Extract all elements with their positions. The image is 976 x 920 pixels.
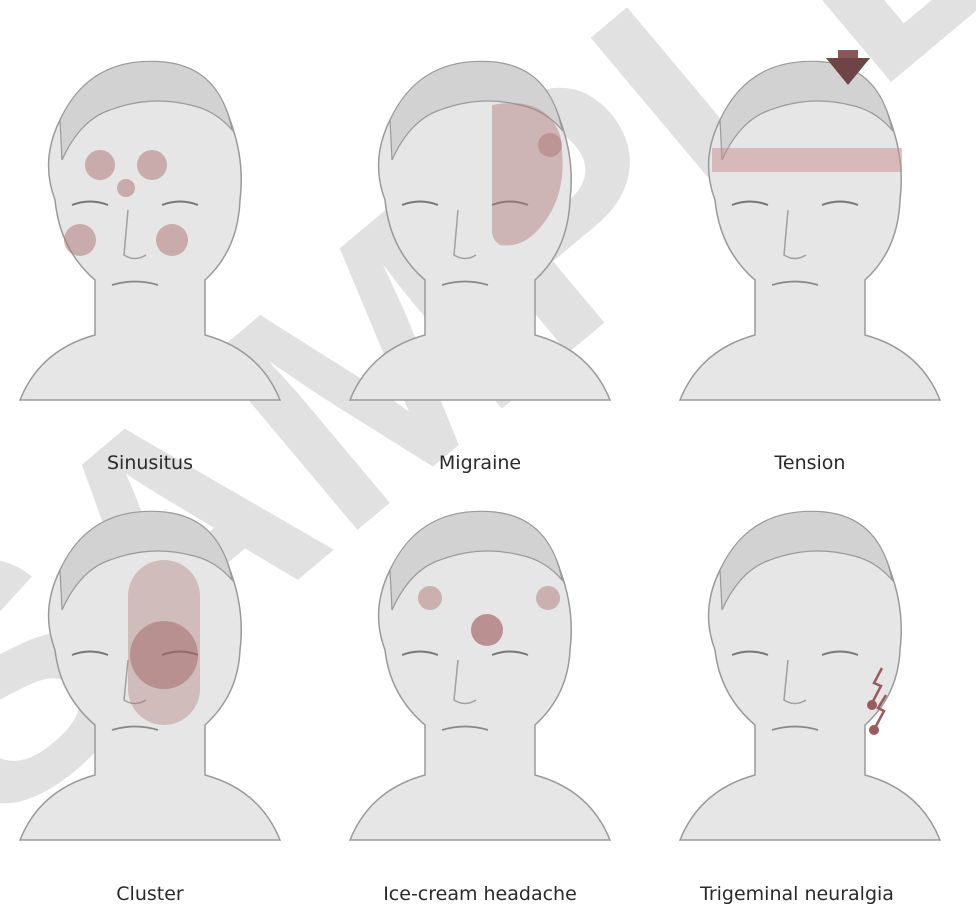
head-base — [680, 61, 940, 400]
head-base — [20, 61, 280, 400]
panel-cluster: Cluster — [0, 500, 300, 920]
label-cluster: Cluster — [0, 883, 300, 905]
label-migraine: Migraine — [330, 452, 630, 474]
head-illustration — [330, 500, 630, 880]
head-illustration — [660, 50, 960, 450]
label-trigeminal: Trigeminal neuralgia — [700, 883, 976, 905]
label-tension: Tension — [660, 452, 960, 474]
head-base — [350, 511, 610, 840]
pain-area-cluster — [128, 560, 200, 725]
panel-sinusitus: Sinusitus — [0, 50, 300, 470]
head-base — [680, 511, 940, 840]
panel-tension: Tension — [660, 50, 960, 470]
label-sinusitus: Sinusitus — [0, 452, 300, 474]
label-ice-cream: Ice-cream headache — [330, 883, 630, 905]
pain-band-tension — [712, 148, 902, 172]
panel-migraine: Migraine — [330, 50, 630, 470]
panel-trigeminal: Trigeminal neuralgia — [660, 500, 960, 920]
head-illustration — [0, 50, 300, 450]
head-illustration — [660, 500, 960, 880]
head-base — [350, 61, 610, 400]
head-illustration — [0, 500, 300, 880]
head-illustration — [330, 50, 630, 450]
panel-ice-cream: Ice-cream headache — [330, 500, 630, 920]
